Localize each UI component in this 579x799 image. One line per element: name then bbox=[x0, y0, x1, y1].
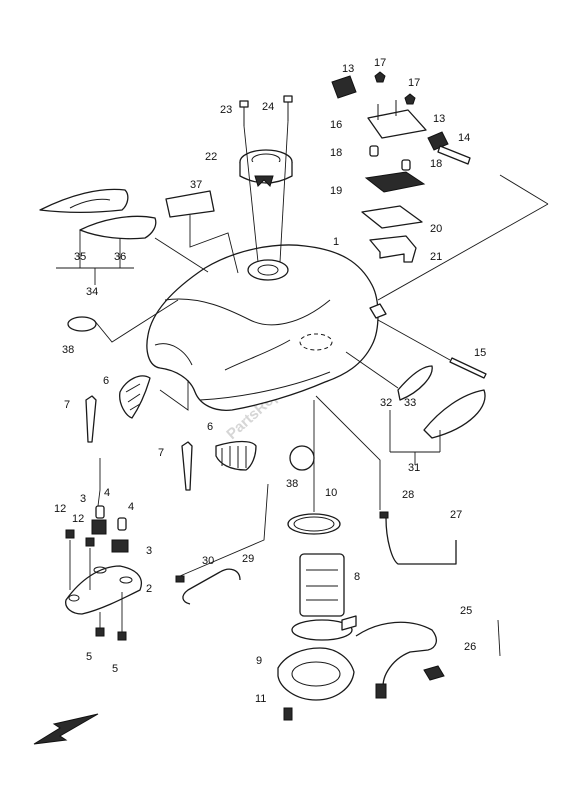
fuel-pump-8 bbox=[291, 553, 357, 641]
damper-3 bbox=[91, 519, 129, 553]
callout-15: 15 bbox=[474, 347, 486, 359]
callout-38a: 38 bbox=[62, 344, 74, 356]
side-cover-35 bbox=[39, 188, 129, 213]
callout-16: 16 bbox=[330, 119, 342, 131]
bracket-2 bbox=[65, 565, 143, 615]
damper-13-left bbox=[331, 75, 357, 99]
callout-9: 9 bbox=[256, 655, 262, 667]
bolt-23 bbox=[239, 100, 249, 126]
callout-23: 23 bbox=[220, 104, 232, 116]
collar-4 bbox=[95, 505, 127, 531]
callout-7a: 7 bbox=[64, 399, 70, 411]
callout-12b: 12 bbox=[72, 513, 84, 525]
plate-9 bbox=[277, 647, 355, 701]
callout-1: 1 bbox=[333, 236, 339, 248]
callout-12a: 12 bbox=[54, 503, 66, 515]
callout-2: 2 bbox=[146, 583, 152, 595]
callout-13b: 13 bbox=[433, 113, 445, 125]
callout-11: 11 bbox=[255, 693, 266, 705]
callout-5a: 5 bbox=[86, 651, 92, 663]
callout-25: 25 bbox=[460, 605, 472, 617]
callout-6a: 6 bbox=[103, 375, 109, 387]
callout-24: 24 bbox=[262, 101, 274, 113]
callout-28: 28 bbox=[402, 489, 414, 501]
side-cover-33 bbox=[423, 389, 486, 439]
callout-4b: 4 bbox=[128, 501, 134, 513]
emblem-38-lower bbox=[289, 445, 315, 471]
callout-37: 37 bbox=[190, 179, 202, 191]
plate-20 bbox=[361, 205, 423, 229]
callout-35: 35 bbox=[74, 251, 86, 263]
screw-5 bbox=[95, 627, 127, 641]
callout-5b: 5 bbox=[112, 663, 118, 675]
emblem-38 bbox=[67, 316, 97, 332]
front-arrow-icon bbox=[33, 713, 99, 745]
callout-31: 31 bbox=[408, 462, 420, 474]
rod-14 bbox=[437, 145, 471, 165]
clip-30 bbox=[175, 575, 185, 583]
callout-20: 20 bbox=[430, 223, 442, 235]
callout-29: 29 bbox=[242, 553, 254, 565]
bolt-12 bbox=[65, 529, 95, 547]
side-cover-36 bbox=[79, 215, 157, 240]
strap-7-lower bbox=[181, 441, 193, 491]
callout-14: 14 bbox=[458, 132, 470, 144]
callout-32: 32 bbox=[380, 397, 392, 409]
cover-6-upper bbox=[119, 375, 151, 419]
callout-4a: 4 bbox=[104, 487, 110, 499]
hose-27 bbox=[385, 517, 457, 565]
wire-harness-25 bbox=[355, 621, 438, 691]
pad-37 bbox=[165, 190, 215, 218]
callout-38b: 38 bbox=[286, 478, 298, 490]
damper-13-right bbox=[427, 131, 449, 151]
callout-21: 21 bbox=[430, 251, 442, 263]
callout-19: 19 bbox=[330, 185, 342, 197]
callout-33: 33 bbox=[404, 397, 416, 409]
callout-27: 27 bbox=[450, 509, 462, 521]
side-cover-32 bbox=[397, 365, 433, 401]
callout-34: 34 bbox=[86, 286, 98, 298]
callout-17a: 17 bbox=[374, 57, 386, 69]
connector-26 bbox=[423, 665, 445, 681]
filler-cap-assembly bbox=[239, 149, 293, 187]
callout-36: 36 bbox=[114, 251, 126, 263]
callout-26: 26 bbox=[464, 641, 476, 653]
hose-29 bbox=[182, 568, 241, 605]
rubber-19 bbox=[364, 171, 426, 193]
bolt-11 bbox=[283, 707, 293, 721]
callout-22: 22 bbox=[205, 151, 217, 163]
bolt-17 bbox=[374, 71, 416, 105]
callout-17b: 17 bbox=[408, 77, 420, 89]
bolt-15 bbox=[449, 357, 487, 379]
fuel-tank bbox=[146, 244, 387, 411]
bolt-24 bbox=[283, 95, 293, 121]
callout-10: 10 bbox=[325, 487, 337, 499]
callout-6b: 6 bbox=[207, 421, 213, 433]
cover-6-lower bbox=[215, 440, 257, 471]
callout-7b: 7 bbox=[158, 447, 164, 459]
callout-3a: 3 bbox=[80, 493, 86, 505]
collar-18 bbox=[369, 145, 411, 171]
bracket-16 bbox=[367, 100, 427, 139]
callout-18a: 18 bbox=[330, 147, 342, 159]
strap-7-upper bbox=[85, 395, 97, 443]
callout-13a: 13 bbox=[342, 63, 354, 75]
callout-30: 30 bbox=[202, 555, 214, 567]
clip-28 bbox=[379, 511, 389, 519]
bracket-21 bbox=[369, 235, 417, 263]
callout-8: 8 bbox=[354, 571, 360, 583]
callout-3b: 3 bbox=[146, 545, 152, 557]
callout-18b: 18 bbox=[430, 158, 442, 170]
